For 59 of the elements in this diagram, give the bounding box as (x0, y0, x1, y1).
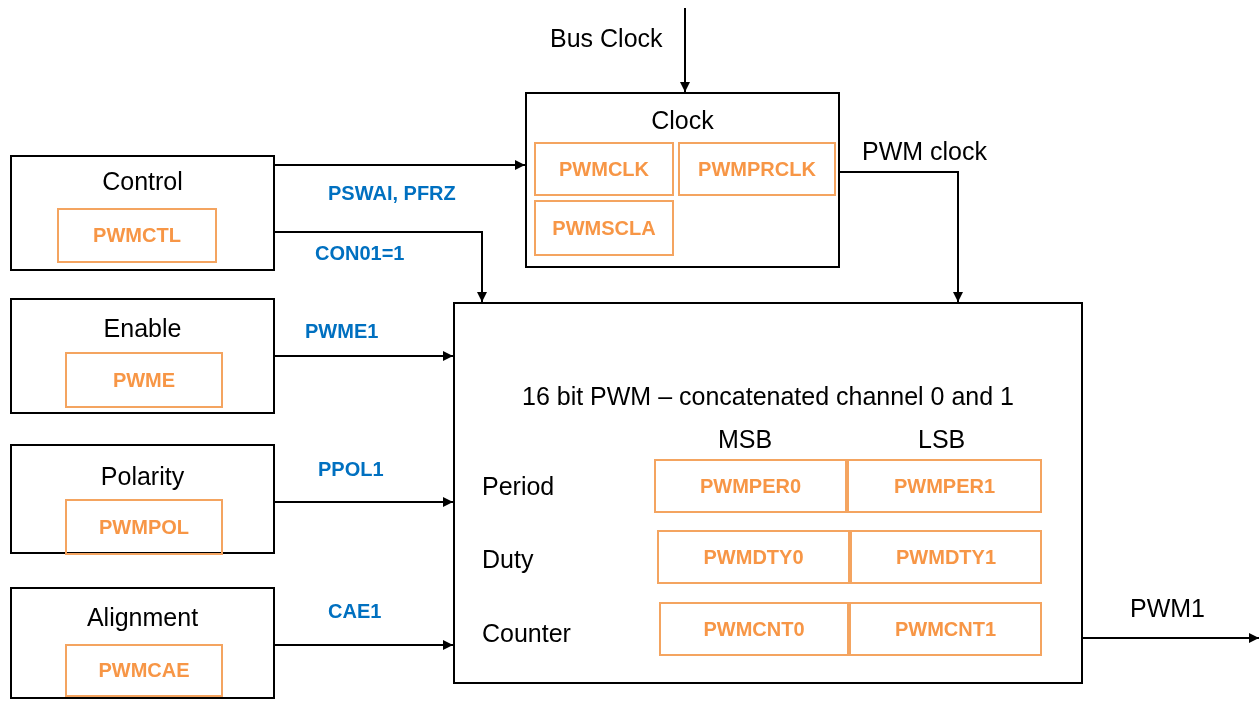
edge-label: CAE1 (328, 600, 382, 623)
block-box (10, 155, 275, 271)
register-box (65, 352, 223, 408)
edge-label: PWM clock (862, 137, 987, 166)
edge-label: CON01=1 (315, 242, 405, 265)
column-header: MSB (718, 425, 773, 454)
block-box (10, 587, 275, 699)
column-header: LSB (918, 425, 966, 454)
register-name: PWMCTL (93, 224, 181, 247)
block-title: Alignment (85, 603, 200, 632)
register-box (534, 142, 674, 196)
register-name: PWMCNT1 (894, 617, 997, 641)
register-name: PWMCLK (559, 157, 649, 181)
register-box (849, 602, 1042, 656)
block-box (10, 298, 275, 414)
arrow (274, 497, 454, 507)
arrow (274, 160, 526, 170)
edge-label: PWME1 (305, 320, 379, 343)
block-title: 16 bit PWM – concatenated channel 0 and 1 (521, 382, 1015, 411)
register-box (847, 459, 1042, 513)
edge-label: PWM1 (1130, 594, 1205, 623)
register-name: PWMPER1 (893, 474, 996, 498)
row-label: Duty (482, 545, 534, 574)
register-box (57, 208, 217, 263)
edge-label: PPOL1 (318, 458, 384, 481)
block-title: Control (101, 167, 184, 196)
register-box (65, 499, 223, 555)
block-box (453, 302, 1083, 684)
register-name: PWMSCLA (552, 216, 656, 240)
block-title: Enable (102, 314, 183, 343)
block-box (525, 92, 840, 268)
register-name: PWME (112, 368, 176, 392)
register-name: PWMDTY1 (896, 545, 996, 569)
block-title: Polarity (99, 462, 186, 491)
register-box (654, 459, 847, 513)
block-title: Clock (650, 106, 715, 135)
register-name: PWMDTY0 (703, 545, 804, 569)
arrow (1082, 633, 1259, 643)
register-name: PWMCNT0 (703, 617, 805, 641)
register-name: PWMCAE (98, 659, 190, 682)
register-box (534, 200, 674, 256)
arrow (274, 231, 487, 303)
register-name: PWMPOL (99, 515, 189, 539)
row-label: Period (482, 472, 555, 501)
arrow (274, 351, 454, 361)
register-box (850, 530, 1042, 584)
edge-label: Bus Clock (550, 24, 663, 53)
register-box (659, 602, 849, 656)
register-name: PWMPER0 (699, 474, 802, 498)
arrow (680, 7, 690, 93)
register-box (678, 142, 836, 196)
block-box (10, 444, 275, 554)
register-name: PWMPRCLK (698, 157, 816, 181)
register-box (65, 644, 223, 697)
register-box (657, 530, 850, 584)
edge-label: PSWAI, PFRZ (328, 182, 456, 205)
arrow (839, 171, 963, 303)
row-label: Counter (482, 619, 571, 648)
arrow (274, 640, 454, 650)
